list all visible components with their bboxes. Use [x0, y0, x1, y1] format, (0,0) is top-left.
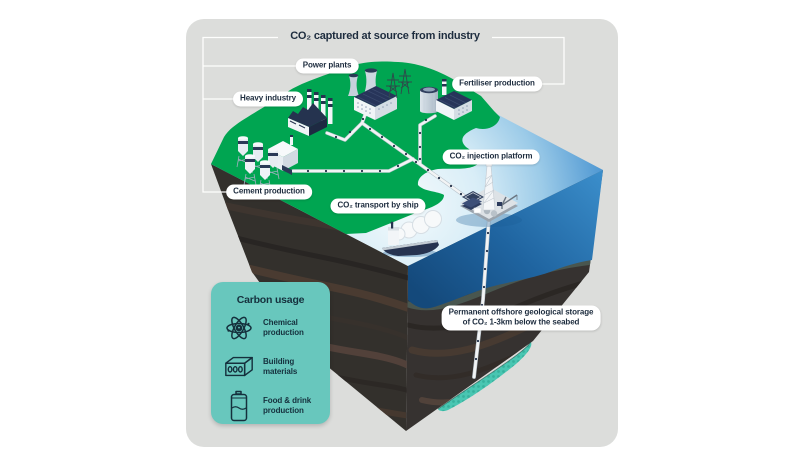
storage-label-line2: of CO₂ 1-3km below the seabed [462, 317, 580, 327]
legend-item-food-drink: Food & drink production [223, 390, 330, 422]
legend-title: Carbon usage [236, 294, 305, 306]
cargo-ship [382, 210, 442, 257]
legend-label-food-drink: Food & drink production [263, 396, 312, 415]
power-plant [348, 68, 397, 120]
injection-platform [456, 153, 522, 227]
sea-wall [408, 170, 603, 309]
legend-label-chemical: Chemical production [263, 318, 304, 337]
label-heavy-industry: Heavy industry [233, 91, 303, 107]
heavy-industry-factory [288, 89, 333, 136]
label-injection-platform: CO₂ injection platform [442, 149, 540, 165]
drink-can-icon [223, 390, 255, 422]
cement-silos [236, 136, 280, 192]
infographic-panel: CO₂ captured at source from industry Pow… [186, 19, 618, 447]
carbon-usage-legend: Carbon usage Chemical production [211, 282, 330, 424]
bracket-lines [202, 36, 565, 193]
legend-item-building: Building materials [223, 351, 330, 383]
label-cement-production: Cement production [226, 184, 312, 200]
label-geological-storage: Permanent offshore geological storage of… [441, 305, 601, 331]
atom-icon [223, 312, 255, 344]
legend-label-building: Building materials [263, 357, 298, 376]
label-transport-by-ship: CO₂ transport by ship [330, 198, 426, 214]
cement-plant [236, 135, 298, 192]
fertiliser-plant [420, 79, 472, 120]
transmission-towers [386, 68, 412, 99]
label-fertiliser-production: Fertiliser production [452, 76, 542, 92]
injection-well-pipe [472, 216, 491, 379]
diagram-title: CO₂ captured at source from industry [290, 30, 480, 42]
co2-storage-seam [437, 341, 532, 412]
label-power-plants: Power plants [295, 58, 359, 74]
legend-item-chemical: Chemical production [223, 312, 330, 344]
storage-label-line1: Permanent offshore geological storage [448, 307, 594, 317]
building-blocks-icon [223, 351, 255, 383]
factory-chimneys [307, 89, 333, 124]
